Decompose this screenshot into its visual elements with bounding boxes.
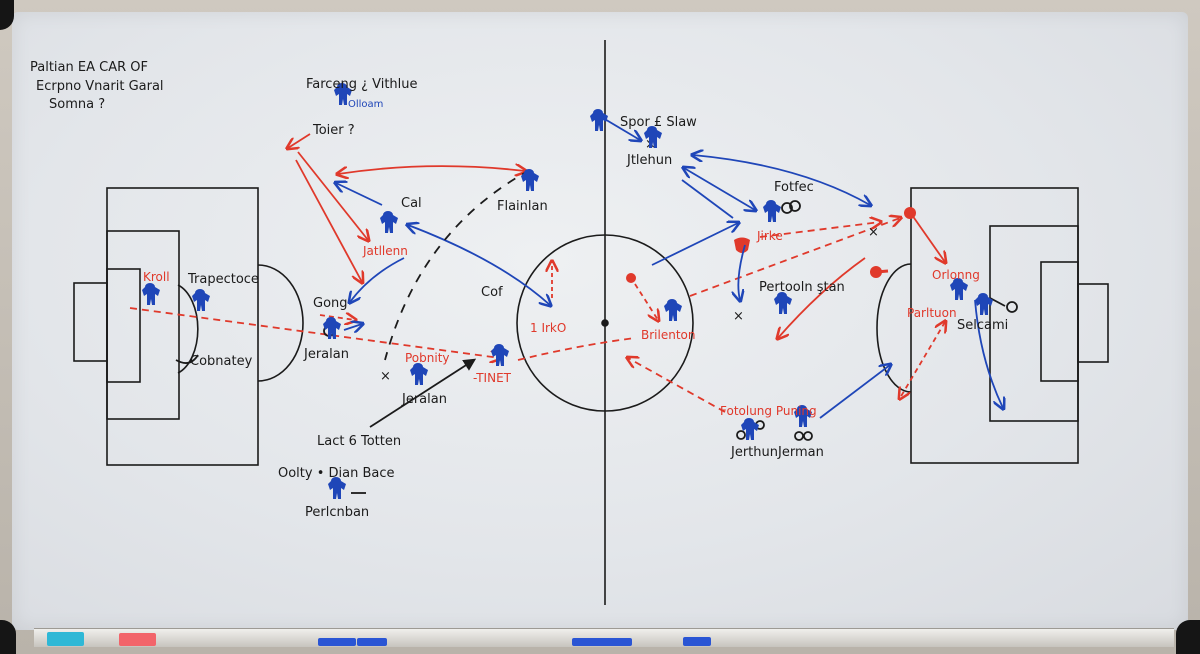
frame-corner-bl (0, 620, 16, 654)
label-fotfec: Fotfec (774, 180, 814, 195)
label-jerthun: Jerthun (730, 445, 778, 460)
label-parltuon: Parltuon (907, 306, 957, 320)
label-toier: Toier ? (312, 123, 355, 138)
cyan-eraser[interactable] (47, 632, 84, 646)
label-group-top-left: Farceng ¿ Vithlue (306, 77, 418, 92)
label-cal: Cal (401, 196, 422, 211)
pitch-lines (73, 40, 1109, 605)
svg-text:×: × (380, 369, 391, 384)
left-arc (257, 264, 304, 382)
blue-marker-2[interactable] (357, 638, 387, 646)
right-arc (876, 263, 912, 393)
label-jirke: Jirke (756, 229, 783, 243)
label-brilenton: Brilenton (641, 328, 695, 342)
left-penalty-area (106, 187, 259, 466)
heading-line-3: Somna ? (49, 97, 105, 112)
svg-text:×: × (733, 309, 744, 324)
label-olloam: Olloam (348, 99, 383, 110)
board-heading: Paltian EA CAR OF Ecrpno Vnarit Garal So… (30, 60, 164, 112)
label-fotolung-puning: Fotolung Puning (720, 404, 817, 418)
label-tinet: -TINET (473, 371, 512, 385)
svg-text:×: × (868, 225, 879, 240)
right-goal (1077, 283, 1109, 363)
blue-marker-1[interactable] (318, 638, 356, 646)
centre-spot (601, 319, 609, 327)
label-trapectoce: Trapectoce (187, 272, 259, 287)
tray-items (47, 632, 711, 646)
frame-corner-tl (0, 0, 14, 30)
label-flainlan: Flainlan (497, 199, 548, 214)
label-gong: Gong (313, 296, 348, 311)
label-cof: Cof (481, 285, 503, 300)
label-jeralan-left: Jeralan (303, 347, 349, 362)
blue-players (142, 83, 993, 499)
label-lact-totten: Lact 6 Totten (317, 434, 401, 449)
label-jtlehun: Jtlehun (626, 153, 672, 168)
label-selcami: Selcami (957, 318, 1008, 333)
heading-line-1: Paltian EA CAR OF (30, 60, 148, 75)
label-tirko: 1 IrkO (530, 321, 566, 335)
left-goal (73, 282, 108, 362)
label-pertoln-stan: Pertooln ştan (759, 280, 845, 295)
heading-line-2: Ecrpno Vnarit Garal (36, 79, 164, 94)
frame-corner-br (1176, 620, 1200, 654)
player-labels: Farceng ¿ Vithlue Olloam Toier ? Cal Fla… (143, 77, 1008, 520)
label-cobnatey: Cobnatey (190, 354, 253, 369)
centre-circle (516, 234, 694, 412)
label-spor-slaw: Spor £ Slaw (620, 115, 697, 130)
blue-marker-set[interactable] (572, 638, 632, 646)
label-orlonng: Orlonng (932, 268, 980, 282)
label-perlenban: Perlcnban (305, 505, 369, 520)
label-jerman: Jerman (777, 445, 824, 460)
label-pobnity: Pobnity (405, 351, 450, 365)
left-goal-area (106, 230, 180, 420)
blue-marker-3[interactable] (683, 637, 711, 646)
red-eraser[interactable] (119, 633, 156, 646)
label-kroll: Kroll (143, 270, 170, 284)
label-jeralan-mid: Jeralan (401, 392, 447, 407)
label-jatllenn: Jatllenn (362, 244, 408, 258)
label-oolty-dian: Oolty • Dian Bace (278, 466, 395, 481)
